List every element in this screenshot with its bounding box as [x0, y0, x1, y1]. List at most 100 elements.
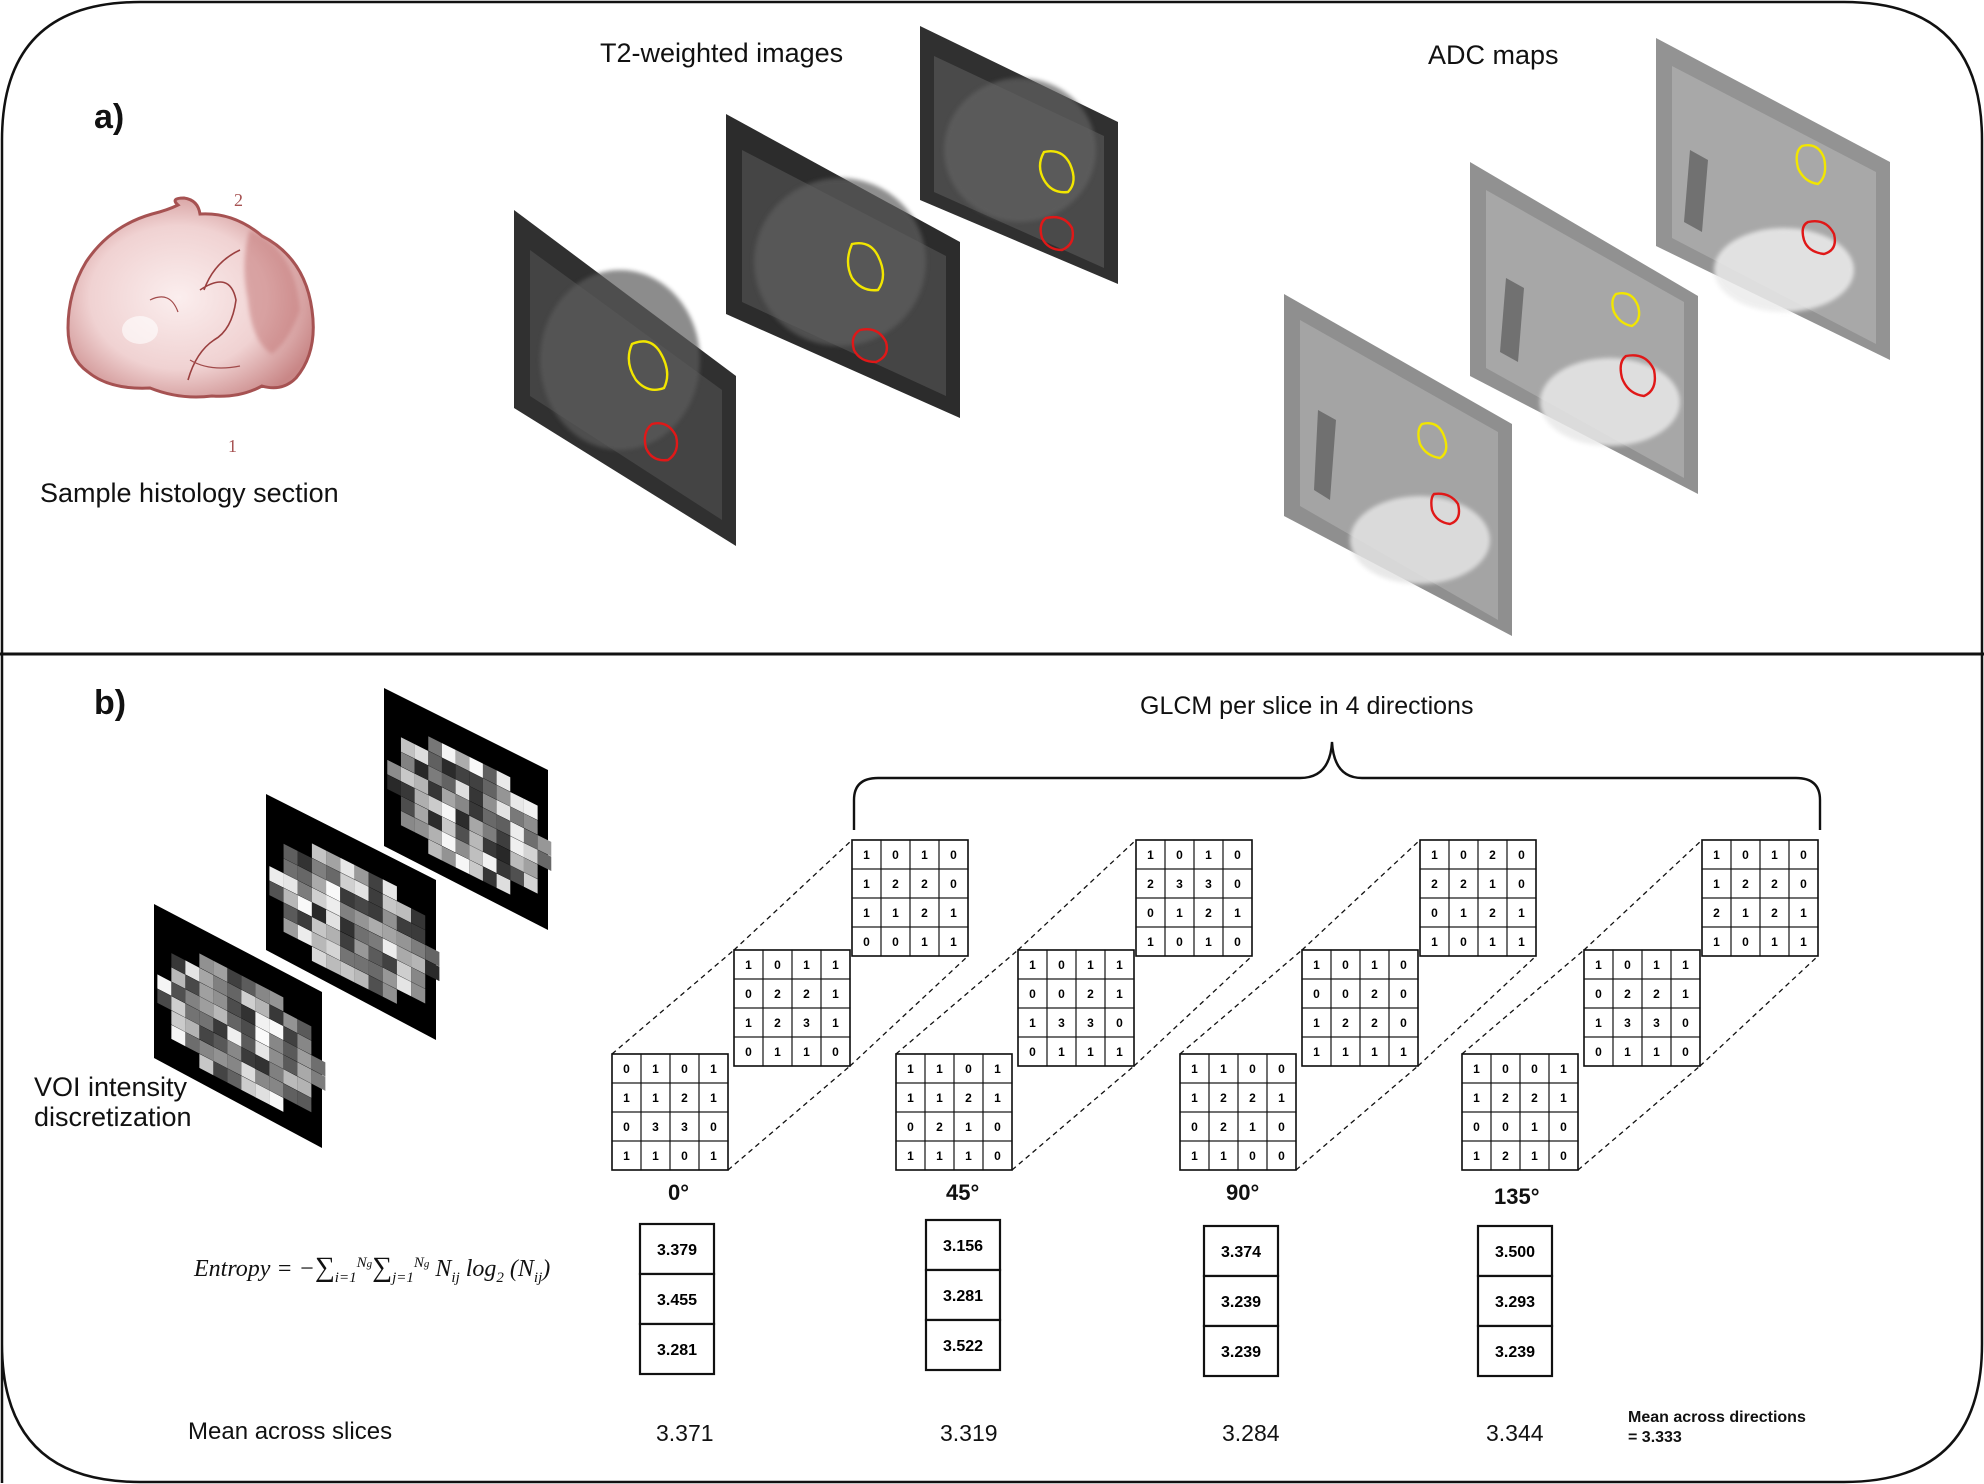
glcm-cell: 2: [965, 1091, 972, 1105]
entropy-value: 3.281: [657, 1342, 697, 1359]
glcm-cell: 1: [1713, 848, 1720, 862]
connector-line: [1011, 1065, 1135, 1171]
glcm-cell: 0: [950, 877, 957, 891]
glcm-cell: 1: [1205, 848, 1212, 862]
glcm-cell: 1: [1518, 906, 1525, 920]
glcm-cell: 2: [1502, 1091, 1509, 1105]
glcm-cell: 0: [1400, 1016, 1407, 1030]
glcm-cell: 0: [1249, 1062, 1256, 1076]
glcm-cell: 1: [1742, 906, 1749, 920]
glcm-cell: 0: [1742, 848, 1749, 862]
histology-section-image: [66, 196, 315, 399]
glcm-cell: 2: [681, 1091, 688, 1105]
glcm-cell: 1: [921, 935, 928, 949]
glcm-cell: 1: [1313, 1045, 1320, 1059]
glcm-cell: 1: [1489, 935, 1496, 949]
t2-slice-3: [920, 26, 1118, 284]
entropy-value: 3.281: [943, 1288, 983, 1305]
connector-line: [1295, 1065, 1419, 1171]
t2-caption: T2-weighted images: [600, 38, 844, 68]
glcm-cell: 0: [1249, 1149, 1256, 1163]
entropy-value: 3.293: [1495, 1294, 1535, 1311]
glcm-cell: 2: [1489, 848, 1496, 862]
glcm-cell: 2: [1489, 906, 1496, 920]
glcm-cell: 1: [950, 935, 957, 949]
glcm-cell: 0: [1116, 1016, 1123, 1030]
glcm-cell: 1: [745, 1016, 752, 1030]
glcm-cell: 0: [1029, 1045, 1036, 1059]
glcm-cell: 1: [1771, 935, 1778, 949]
glcm-cell: 1: [803, 958, 810, 972]
connector-line: [1417, 955, 1537, 1067]
glcm-cell: 1: [1029, 1016, 1036, 1030]
glcm-cell: 1: [1518, 935, 1525, 949]
glcm-cell: 0: [623, 1120, 630, 1134]
glcm-cell: 2: [1220, 1091, 1227, 1105]
entropy-value: 3.239: [1221, 1294, 1261, 1311]
glcm-cell: 2: [892, 877, 899, 891]
glcm-cell: 1: [745, 958, 752, 972]
glcm-cell: 3: [652, 1120, 659, 1134]
glcm-cell: 1: [623, 1149, 630, 1163]
glcm-cell: 0: [1682, 1016, 1689, 1030]
glcm-cell: 0: [1682, 1045, 1689, 1059]
glcm-cell: 1: [1682, 987, 1689, 1001]
glcm-cell: 1: [623, 1091, 630, 1105]
glcm-cell: 1: [1560, 1091, 1567, 1105]
glcm-cell: 3: [1058, 1016, 1065, 1030]
glcm-cell: 1: [1191, 1062, 1198, 1076]
connector-line: [1461, 949, 1585, 1055]
glcm-cell: 1: [1278, 1091, 1285, 1105]
mean-value-0: 3.371: [656, 1420, 714, 1446]
voi-caption-line1: VOI intensity: [34, 1072, 188, 1102]
glcm-cell: 1: [1234, 906, 1241, 920]
connector-line: [611, 949, 735, 1055]
glcm-cell: 0: [1176, 935, 1183, 949]
glcm-cell: 3: [1087, 1016, 1094, 1030]
glcm-cell: 1: [832, 987, 839, 1001]
glcm-cell: 3: [681, 1120, 688, 1134]
glcm-cell: 1: [652, 1091, 659, 1105]
glcm-cell: 1: [1624, 1045, 1631, 1059]
glcm-cell: 1: [892, 906, 899, 920]
glcm-cell: 0: [745, 1045, 752, 1059]
glcm-cell: 3: [1205, 877, 1212, 891]
glcm-cell: 3: [1653, 1016, 1660, 1030]
glcm-cell: 2: [1371, 1016, 1378, 1030]
glcm-cell: 0: [1058, 958, 1065, 972]
glcm-cell: 1: [1220, 1149, 1227, 1163]
connector-line: [733, 839, 853, 951]
glcm-cell: 1: [907, 1091, 914, 1105]
glcm-cell: 1: [1147, 935, 1154, 949]
glcm-cell: 0: [710, 1120, 717, 1134]
glcm-cell: 1: [1713, 877, 1720, 891]
angle-label-0: 0°: [668, 1180, 690, 1205]
glcm-cell: 1: [1116, 1045, 1123, 1059]
glcm-cell: 1: [1313, 958, 1320, 972]
glcm-cell: 1: [1595, 958, 1602, 972]
glcm-cell: 0: [1502, 1120, 1509, 1134]
voi-slice-3: [384, 688, 552, 930]
glcm-cell: 1: [1191, 1149, 1198, 1163]
glcm-cell: 2: [1531, 1091, 1538, 1105]
glcm-cell: 0: [1800, 877, 1807, 891]
voi-caption-line2: discretization: [34, 1102, 192, 1132]
glcm-cell: 0: [1560, 1149, 1567, 1163]
glcm-cell: 1: [1653, 1045, 1660, 1059]
angle-label-1: 45°: [946, 1180, 980, 1205]
panel-a-label: a): [94, 98, 125, 136]
glcm-cell: 0: [1234, 877, 1241, 891]
glcm-cell: 1: [965, 1149, 972, 1163]
glcm-cell: 1: [1313, 1016, 1320, 1030]
